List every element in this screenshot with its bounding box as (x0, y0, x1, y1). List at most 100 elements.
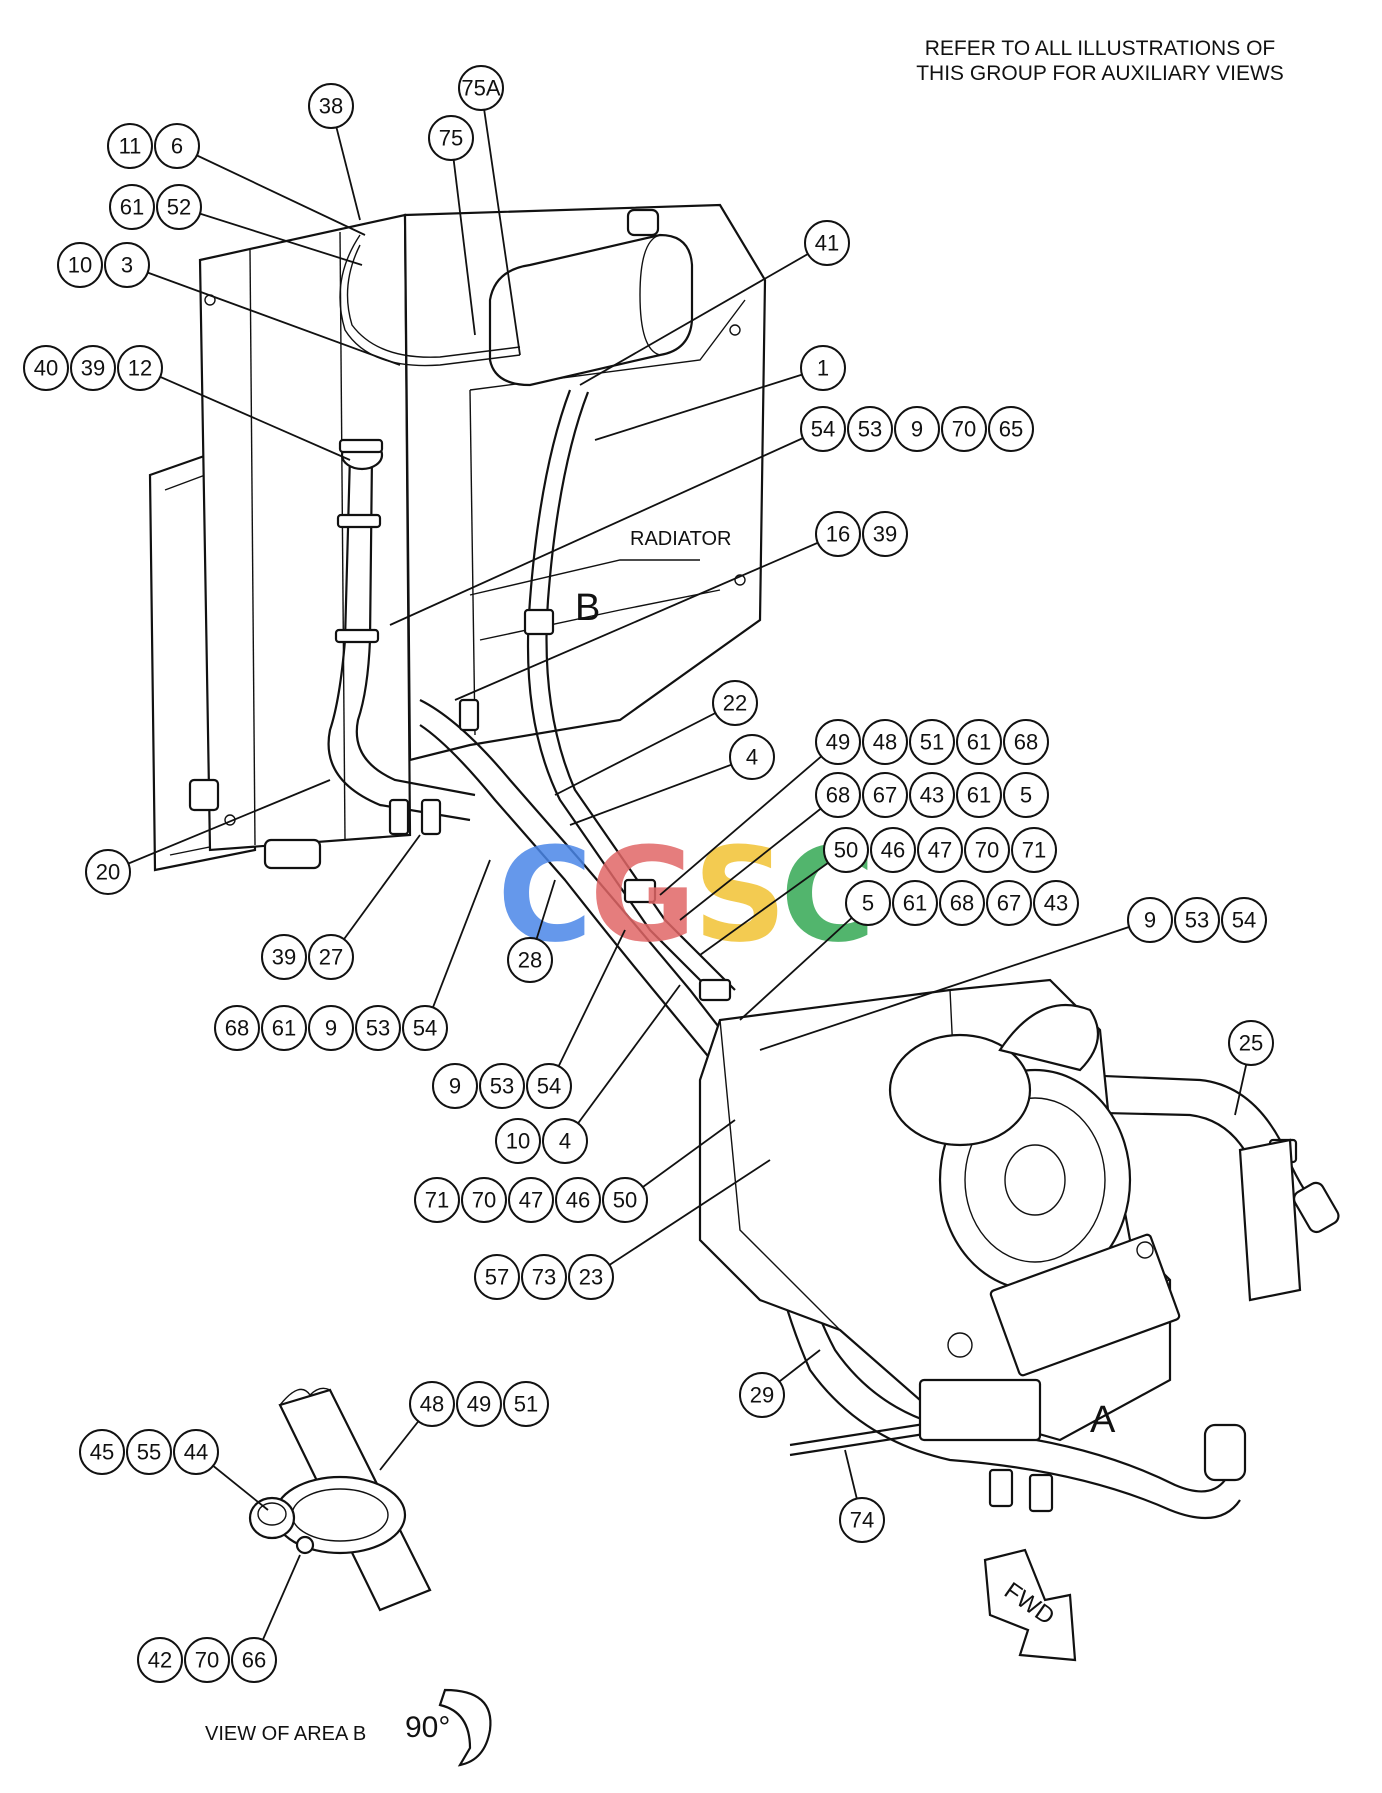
callout-number: 44 (184, 1440, 208, 1465)
watermark-letter: G (590, 819, 697, 971)
callout-number: 67 (873, 783, 897, 808)
callout-circle (815, 772, 861, 818)
leader-line (699, 849, 847, 956)
callout-number: 45 (90, 1440, 114, 1465)
callout-group: 57 73 23 (474, 1254, 614, 1300)
callout-number: 10 (68, 253, 92, 278)
inset-view-area-b (248, 1387, 432, 1612)
callout-number: 48 (420, 1392, 444, 1417)
callout-number: 70 (195, 1648, 219, 1673)
callout-number: 4 (559, 1129, 571, 1154)
callout-group: 75 (428, 115, 474, 161)
callout-number: 4 (746, 745, 758, 770)
callout-circle (712, 680, 758, 726)
callout-circle (909, 719, 955, 765)
leader-line (739, 902, 869, 1021)
callout-number: 57 (485, 1265, 509, 1290)
leader-line (126, 264, 401, 366)
callout-number: 50 (613, 1188, 637, 1213)
leader-line (548, 929, 626, 1087)
callout-circle (815, 511, 861, 557)
callout-circle (956, 719, 1002, 765)
callout-number: 22 (723, 691, 747, 716)
area-a-marker: A (1090, 1399, 1116, 1441)
callout-number: 75 (439, 126, 463, 151)
callout-number: 54 (537, 1074, 561, 1099)
callout-circle (555, 1177, 601, 1223)
callout-circle (458, 65, 504, 111)
callout-number: 75A (461, 76, 500, 101)
leader-line (178, 206, 363, 266)
leader-line (389, 428, 824, 626)
callout-circle (474, 1254, 520, 1300)
leader-line (176, 145, 366, 236)
callout-group: 45 55 44 (79, 1429, 219, 1475)
callout-group: 20 (85, 849, 131, 895)
callout-circle (308, 934, 354, 980)
callout-circle (85, 849, 131, 895)
callout-circle (231, 1637, 277, 1683)
callout-number: 23 (579, 1265, 603, 1290)
callout-group: 74 (839, 1497, 885, 1543)
callout-group: 1 (800, 345, 846, 391)
callout-circle (1228, 1020, 1274, 1066)
callout-number: 70 (975, 838, 999, 863)
callout-number: 46 (566, 1188, 590, 1213)
callout-number: 61 (903, 891, 927, 916)
callout-circle (428, 115, 474, 161)
callout-number: 54 (811, 417, 835, 442)
callout-circle (964, 827, 1010, 873)
callout-number: 61 (120, 195, 144, 220)
callout-circle (156, 184, 202, 230)
callout-number: 70 (952, 417, 976, 442)
callout-circle (521, 1254, 567, 1300)
callout-circle (261, 934, 307, 980)
callout-number: 47 (928, 838, 952, 863)
callout-circle (1221, 897, 1267, 943)
callout-group: 4 (729, 734, 775, 780)
callout-number: 39 (873, 522, 897, 547)
callout-circle (456, 1381, 502, 1427)
callout-number: 51 (920, 730, 944, 755)
callout-circle (507, 937, 553, 983)
callout-number: 53 (858, 417, 882, 442)
callout-number: 49 (467, 1392, 491, 1417)
callout-number: 71 (1022, 838, 1046, 863)
callout-circle (495, 1118, 541, 1164)
callout-circle (173, 1429, 219, 1475)
callout-circle (479, 1063, 525, 1109)
callout-number: 10 (506, 1129, 530, 1154)
callout-number: 55 (137, 1440, 161, 1465)
leader-line (554, 702, 736, 796)
callout-number: 27 (319, 945, 343, 970)
callout-circle (917, 827, 963, 873)
callout-circle (414, 1177, 460, 1223)
callout-number: 74 (850, 1508, 874, 1533)
callout-number: 46 (881, 838, 905, 863)
callout-group: 41 (804, 220, 850, 266)
callout-circle (107, 123, 153, 169)
callout-number: 47 (519, 1188, 543, 1213)
callout-circle (503, 1381, 549, 1427)
callout-number: 39 (81, 356, 105, 381)
callout-number: 52 (167, 195, 191, 220)
callout-group: 25 (1228, 1020, 1274, 1066)
callout-group: 61 52 (109, 184, 202, 230)
callout-circle (847, 406, 893, 452)
transmission-assembly (698, 978, 1302, 1442)
callout-number: 73 (532, 1265, 556, 1290)
leader-line (424, 859, 491, 1029)
callout-circle (839, 1497, 885, 1543)
callout-circle (104, 242, 150, 288)
callout-group: 22 (712, 680, 758, 726)
callout-number: 67 (997, 891, 1021, 916)
callout-group: 28 (507, 937, 553, 983)
